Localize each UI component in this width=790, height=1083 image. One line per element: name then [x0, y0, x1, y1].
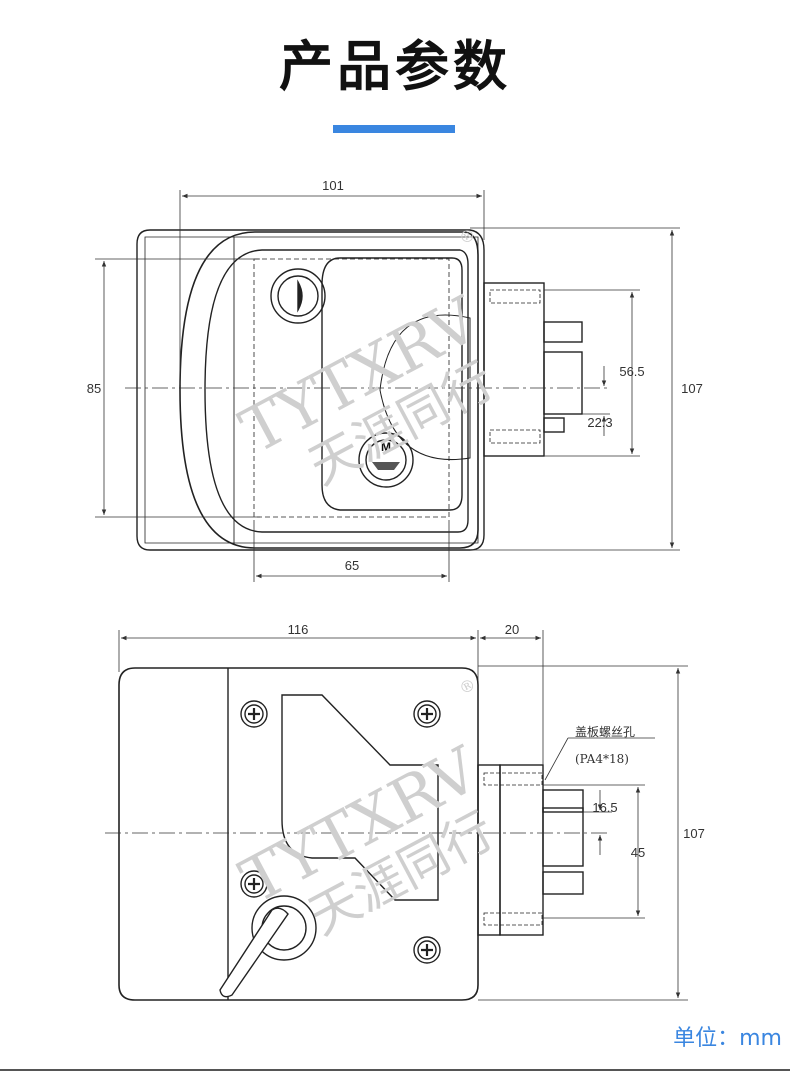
- cover-screw-hole-label: 盖板螺丝孔: [575, 725, 635, 739]
- title-underline: [333, 125, 455, 133]
- side-screw-1: [240, 700, 268, 728]
- front-body: [179, 231, 479, 549]
- dim-front-width: 101: [322, 178, 344, 193]
- side-lever-lock: [251, 895, 317, 961]
- bottom-divider: [0, 1069, 790, 1071]
- front-key-label: M: [381, 440, 391, 454]
- watermark-front: TYTXRV 天涯同行 ®: [229, 224, 504, 496]
- dim-front-height-left: 85: [87, 381, 101, 396]
- front-dimensions: [95, 190, 680, 582]
- side-screw-3: [240, 870, 268, 898]
- dim-side-span: 45: [631, 845, 645, 860]
- dim-side-height: 107: [683, 826, 705, 841]
- dim-front-bottom: 65: [345, 558, 359, 573]
- side-lever: [219, 907, 289, 998]
- front-lock-main: [358, 432, 414, 488]
- side-view: [118, 667, 584, 1001]
- front-view: [136, 229, 583, 551]
- side-latch-bolt: [542, 807, 584, 867]
- side-handle-recess: [281, 694, 439, 901]
- watermark-mark-front: ®: [456, 224, 479, 248]
- dim-front-latch-span: 56.5: [619, 364, 644, 379]
- page-title: 产品参数: [279, 35, 511, 98]
- side-screw-4: [413, 936, 441, 964]
- dim-side-depth: 20: [505, 622, 519, 637]
- front-handle: [321, 257, 463, 511]
- front-lock-small: [270, 268, 326, 324]
- side-dimensions: [118, 630, 688, 1001]
- front-latch-bolt: [543, 351, 583, 415]
- side-body: [118, 667, 479, 1001]
- cover-screw-hole-spec: (PA4*18): [575, 752, 629, 766]
- unit-label: 单位：mm: [673, 1026, 782, 1051]
- watermark-mark-side: ®: [456, 674, 479, 698]
- dim-front-height-right: 107: [681, 381, 703, 396]
- dim-side-width: 116: [288, 622, 309, 637]
- dim-front-latch-offset: 22.3: [587, 415, 612, 430]
- side-screw-2: [413, 700, 441, 728]
- dim-side-small: 16.5: [592, 800, 617, 815]
